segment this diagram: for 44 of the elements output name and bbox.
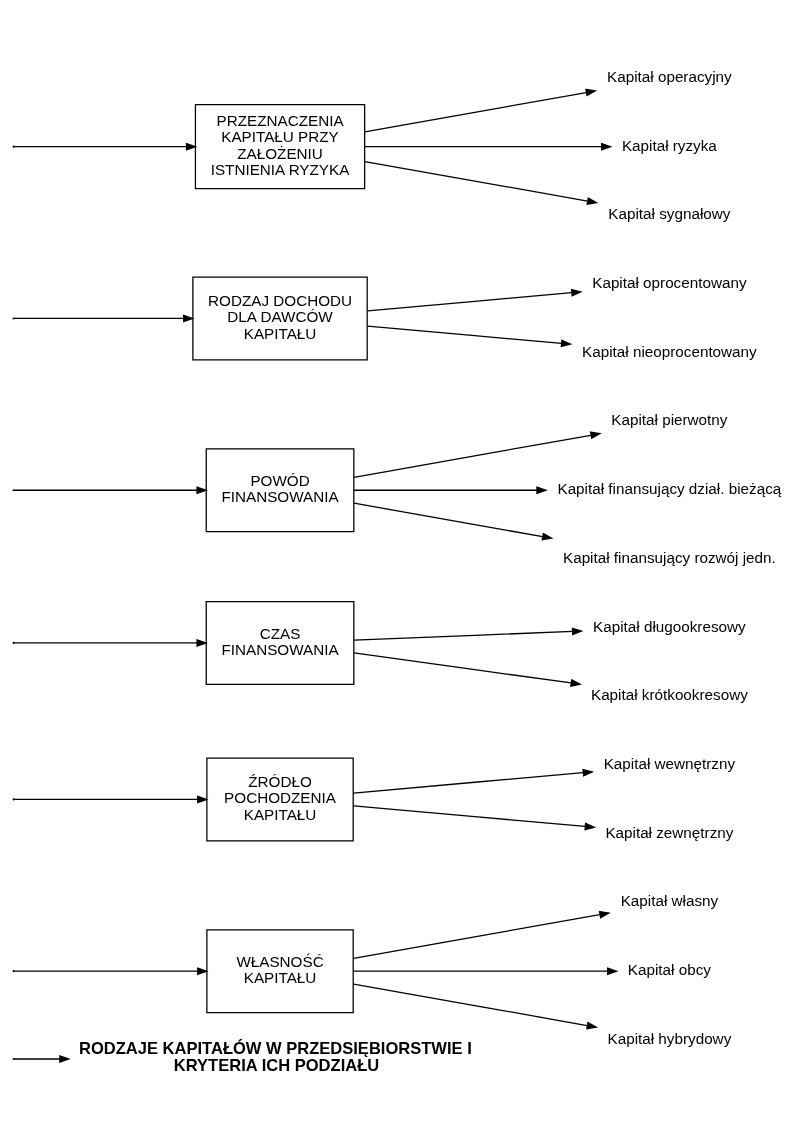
node-text: Kapitał oprocentowany [592,274,747,292]
node-text: Kapitał ryzyka [621,136,717,154]
arrow [352,983,599,1030]
arrow [353,431,602,478]
node-text: Kapitał krótkookresowy [590,686,748,704]
node-text: Kapitał sygnałowy [608,205,731,223]
arrow [352,910,611,959]
arrow [367,325,573,348]
node-box: ŹRÓDŁO POCHODZENIA KAPITAŁU [206,757,354,842]
node-box: RODZAJ DOCHODU DLA DAWCÓW KAPITAŁU [192,276,368,361]
node-box: POWÓD FINANSOWANIA [205,448,355,533]
node-text: Kapitał wewnętrzny [603,755,736,773]
arrow [13,142,198,151]
arrow [352,768,595,794]
arrow [353,502,554,541]
arrow [13,314,195,323]
arrow [364,88,598,133]
node-text: Kapitał nieoprocentowany [582,342,757,360]
arrow [353,486,548,495]
arrow [364,142,613,151]
node-text: Kapitał hybrydowy [607,1029,732,1047]
arrow [13,638,208,647]
node-text: Kapitał długookresowy [593,617,746,635]
node-text: Kapitał obcy [627,961,711,979]
arrow [364,160,599,205]
node-text: Kapitał pierwotny [611,411,728,429]
arrow [13,486,208,495]
arrow [13,967,209,976]
node-text: Kapitał operacyjny [607,67,732,85]
node-box: CZAS FINANSOWANIA [205,600,355,685]
arrow [352,967,619,976]
node-text: Kapitał zewnętrzny [605,823,734,841]
node-text: Kapitał finansujący dział. bieżącą [557,480,782,498]
node-box: WŁASNOŚĆ KAPITAŁU [206,929,354,1014]
arrow [353,652,582,687]
node-text: Kapitał własny [620,892,719,910]
node-box: PRZEZNACZENIA KAPITAŁU PRZY ZAŁOŻENIU ISTNIENIA RYZYKA [194,104,366,190]
arrow [13,1055,71,1063]
arrow [13,795,209,804]
arrow [353,627,584,641]
arrow [352,805,597,831]
node-text: RODZAJE KAPITAŁÓW W PRZEDSIĘBIORSTWIE I KRYTERIA ICH PODZIAŁU [79,1039,472,1075]
arrow [367,288,583,312]
node-text: Kapitał finansujący rozwój jedn. [563,548,776,566]
